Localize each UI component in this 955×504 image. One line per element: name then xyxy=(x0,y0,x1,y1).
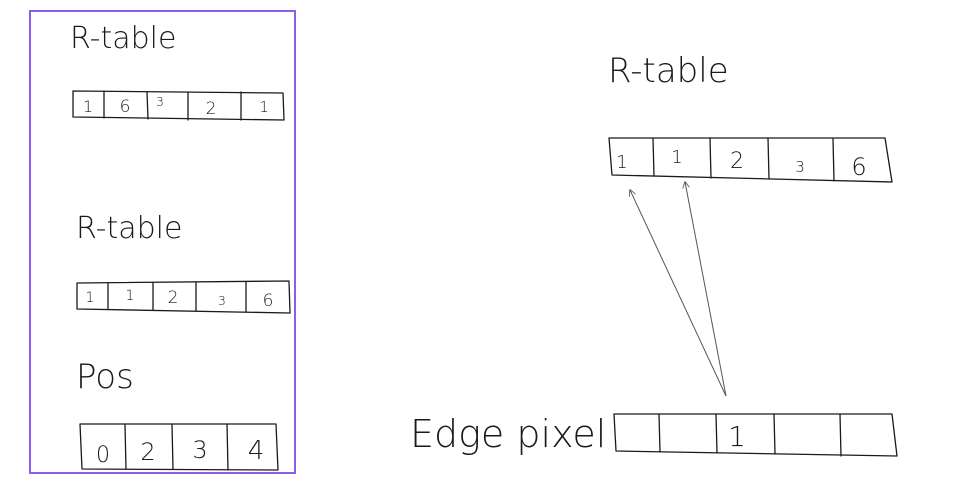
cell-divider xyxy=(658,413,661,453)
cell-divider xyxy=(171,423,174,470)
table-cell: 2 xyxy=(206,99,217,119)
edge-pixel-row: 1 xyxy=(613,413,898,457)
table-label: R-table xyxy=(70,21,176,56)
table-cell: 2 xyxy=(140,438,155,466)
rtable-unsorted: 1 6 3 2 1 xyxy=(72,90,285,121)
pos-table: 0 2 3 4 xyxy=(79,423,279,471)
table-cell: 3 xyxy=(218,294,226,308)
cell-divider xyxy=(226,423,229,471)
cell-divider xyxy=(767,137,770,180)
table-cell: 1 xyxy=(671,147,682,168)
table-cell: 1 xyxy=(83,97,93,116)
table-label: R-table xyxy=(76,211,182,246)
left-panel-frame xyxy=(29,10,296,474)
table-cell: 1 xyxy=(616,152,627,173)
table-cell: 1 xyxy=(259,98,269,116)
cell-divider xyxy=(839,413,842,457)
table-outline xyxy=(79,423,279,471)
table-cell: 6 xyxy=(120,97,131,117)
table-cell: 3 xyxy=(795,158,805,176)
cell-divider xyxy=(773,413,776,455)
table-outline xyxy=(608,137,893,183)
table-cell: 6 xyxy=(263,291,274,311)
arrow-to-second-entry xyxy=(685,182,727,397)
cell-divider xyxy=(832,138,835,182)
table-cell: 0 xyxy=(96,443,110,468)
table-cell: 6 xyxy=(851,153,866,181)
table-label: R-table xyxy=(608,51,729,91)
table-outline xyxy=(72,90,285,121)
cell-divider xyxy=(124,424,127,470)
table-cell: 2 xyxy=(730,149,744,174)
right-rtable: 1 1 2 3 6 xyxy=(608,137,893,183)
table-cell: 1 xyxy=(126,288,135,304)
cell-divider xyxy=(146,91,149,120)
rtable-sorted: 1 1 2 3 6 xyxy=(76,280,291,314)
table-cell: 1 xyxy=(86,290,95,306)
table-cell: 3 xyxy=(156,95,164,109)
table-outline xyxy=(613,413,898,457)
table-label: Pos xyxy=(76,357,134,397)
table-outline xyxy=(76,280,291,314)
table-cell: 4 xyxy=(248,436,265,466)
cell-divider xyxy=(652,137,655,177)
cell-divider xyxy=(715,413,718,454)
table-cell: 3 xyxy=(192,436,207,464)
cell-divider xyxy=(709,137,712,179)
arrow-to-first-entry xyxy=(630,190,727,397)
table-cell: 2 xyxy=(168,288,179,308)
table-cell: 1 xyxy=(728,420,746,453)
edge-pixel-label: Edge pixel xyxy=(410,412,606,456)
